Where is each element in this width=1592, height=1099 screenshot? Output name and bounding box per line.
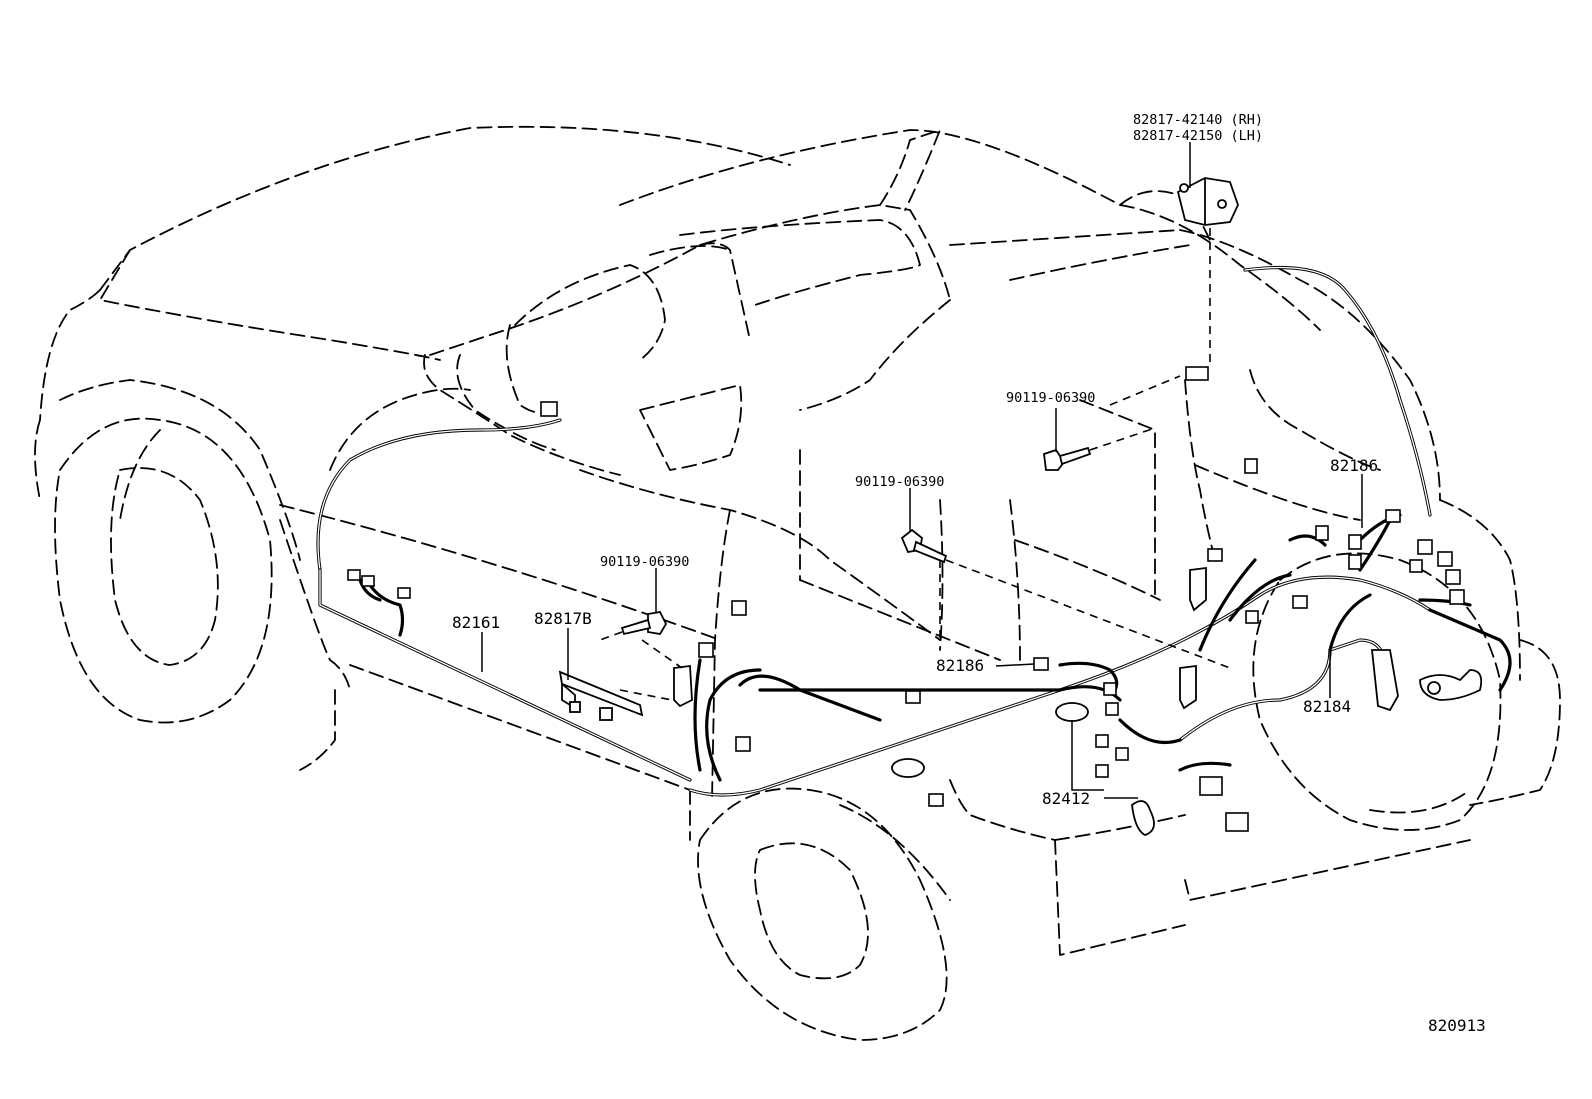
connector	[1115, 747, 1129, 761]
bolt-90119-06390-a	[1043, 446, 1092, 471]
wire-clips	[673, 566, 1483, 712]
connector	[1445, 569, 1461, 585]
connector	[1244, 458, 1258, 474]
label-bolt-90119-c: 90119-06390	[600, 554, 689, 570]
connector	[1199, 776, 1223, 796]
wire-harness-82161	[316, 418, 692, 782]
label-82161: 82161	[452, 613, 500, 632]
connector	[1417, 539, 1433, 555]
label-82184: 82184	[1303, 697, 1351, 716]
wire-harness-82186	[1058, 265, 1432, 692]
label-82186-lower: 82186	[936, 656, 984, 675]
label-bolt-90119-a: 90119-06390	[1006, 390, 1095, 406]
connector	[1185, 366, 1209, 381]
part-82817b-bracket	[558, 670, 644, 721]
connector	[1409, 559, 1423, 573]
grommet-82412	[891, 702, 1155, 836]
connector	[397, 587, 411, 599]
connector	[1095, 764, 1109, 778]
connector	[698, 642, 714, 658]
connector	[1437, 551, 1453, 567]
connector	[1315, 525, 1329, 541]
connector-group	[347, 366, 1465, 832]
connector	[361, 575, 375, 587]
connector	[1207, 548, 1223, 562]
connector	[540, 401, 558, 417]
bolt-90119-06390-c	[620, 611, 668, 636]
connector	[1348, 554, 1362, 570]
connector	[1348, 534, 1362, 550]
label-sensor-rh: 82817-42140 (RH)	[1133, 112, 1263, 128]
label-82817b: 82817B	[534, 609, 592, 628]
install-paths	[599, 375, 1231, 701]
label-82412: 82412	[1042, 789, 1090, 808]
connector	[1225, 812, 1249, 832]
connector	[1292, 595, 1308, 609]
leader-lines	[481, 142, 1363, 799]
sensor-82817-42140	[1176, 177, 1239, 365]
figure-code: 820913	[1428, 1016, 1486, 1035]
connector	[1033, 657, 1049, 671]
connector	[1385, 509, 1401, 523]
label-82186-upper: 82186	[1330, 456, 1378, 475]
connector	[1245, 610, 1259, 624]
label-bolt-90119-b: 90119-06390	[855, 474, 944, 490]
connector	[731, 600, 747, 616]
part-labels: 82817-42140 (RH) 82817-42150 (LH) 90119-…	[452, 112, 1486, 1035]
vehicle-body-outline	[34, 125, 1561, 1041]
connector	[928, 793, 944, 807]
wire-harness-82184	[688, 518, 1512, 797]
connector	[1105, 702, 1119, 716]
connector	[1449, 589, 1465, 605]
connector	[347, 569, 361, 581]
bolt-90119-06390-b	[900, 528, 948, 564]
connector	[905, 690, 921, 704]
connector	[735, 736, 751, 752]
connector	[1095, 734, 1109, 748]
label-sensor-lh: 82817-42150 (LH)	[1133, 128, 1263, 144]
connector	[1103, 682, 1117, 696]
